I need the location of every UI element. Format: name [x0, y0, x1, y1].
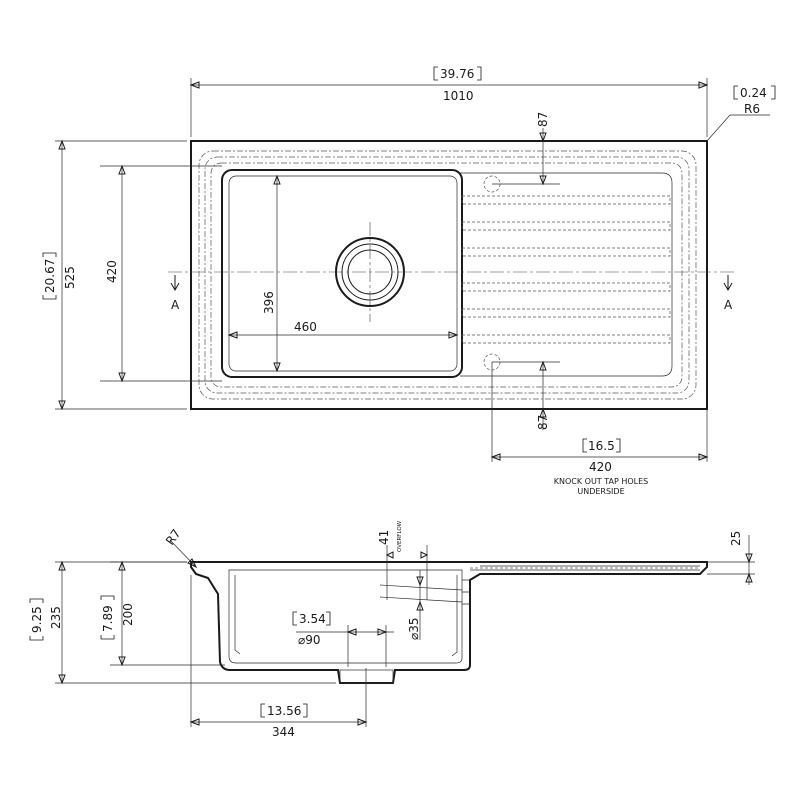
top-view: A A 39.76 1010 0.24 R6 20.67 525 420 39 — [42, 66, 776, 496]
bowl-outer — [221, 169, 463, 378]
bowl-height-mm: 200 — [121, 603, 135, 626]
bowl-inner-profile — [228, 569, 463, 664]
total-height-inch: 9.25 — [30, 606, 44, 633]
rim-band-inner — [210, 162, 683, 388]
tap-hole-top-offset: 87 — [536, 112, 550, 127]
rim-radius-label: R7 — [163, 527, 184, 548]
drainer-outline — [460, 172, 673, 377]
waste-offset-inch: 13.56 — [267, 704, 301, 718]
section-label-left: A — [171, 298, 180, 312]
drainer-grooves — [461, 195, 671, 344]
knock-out-note-line1: KNOCK OUT TAP HOLES — [554, 477, 649, 486]
tap-span-inch-bracket — [582, 438, 621, 453]
waste-offset-inch-bracket — [260, 703, 308, 718]
overall-depth-inch: 20.67 — [43, 259, 57, 293]
waste-diameter-mm: ⌀90 — [298, 633, 321, 647]
knock-out-note-line2: UNDERSIDE — [577, 487, 624, 496]
waste-diameter-inch: 3.54 — [299, 612, 326, 626]
tap-span-mm: 420 — [589, 460, 612, 474]
overall-depth-mm: 525 — [63, 266, 77, 289]
rim-band-mid — [204, 156, 690, 394]
corner-radius-inch-bracket — [733, 85, 776, 100]
total-height-mm: 235 — [49, 606, 63, 629]
section-arrow-right-icon — [723, 275, 733, 292]
bowl-height-inch-bracket — [100, 595, 115, 640]
section-view: R7 41 OVERFLOW ⌀35 25 9.25 235 7.89 — [29, 520, 755, 739]
rim-band-outer — [198, 150, 697, 400]
total-height-inch-bracket — [29, 598, 44, 641]
overflow-label: OVERFLOW — [397, 520, 403, 552]
tap-hole-bottom-offset: 87 — [536, 415, 550, 430]
section-arrow-left-icon — [170, 275, 180, 292]
deck-thickness-label: 25 — [729, 531, 743, 546]
corner-radius-inch: 0.24 — [740, 86, 767, 100]
bowl-inner — [228, 175, 458, 372]
bowl-inner-depth-label: 396 — [262, 291, 276, 314]
overflow-diameter-label: ⌀35 — [407, 618, 421, 641]
tap-span-inch: 16.5 — [588, 439, 615, 453]
waste-offset-mm: 344 — [272, 725, 295, 739]
section-label-right: A — [724, 298, 733, 312]
waste-diameter-inch-bracket — [292, 611, 331, 626]
bowl-height-inch: 7.89 — [101, 605, 115, 632]
overall-width-inch-bracket — [433, 66, 482, 81]
corner-radius-mm: R6 — [744, 102, 760, 116]
overall-depth-inch-bracket — [42, 252, 57, 300]
bowl-depth-label: 420 — [105, 260, 119, 283]
sink-outline — [190, 140, 708, 410]
deck-profile — [190, 561, 708, 684]
bowl-width-label: 460 — [294, 320, 317, 334]
overall-width-inch: 39.76 — [440, 67, 474, 81]
overflow-offset-label: 41 — [377, 530, 391, 545]
overall-width-mm: 1010 — [443, 89, 474, 103]
